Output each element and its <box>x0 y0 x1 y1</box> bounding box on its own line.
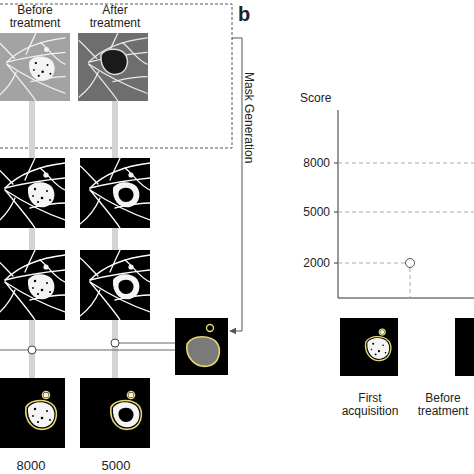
data-point <box>406 259 415 268</box>
thumbnail-image <box>455 318 474 376</box>
panel-caption: After treatment <box>80 4 150 30</box>
tick <box>334 163 338 164</box>
panel-caption: 5000 <box>102 459 131 472</box>
image-panel: Before treatment <box>0 4 70 100</box>
axis-tick-label: 8000 <box>290 156 330 170</box>
grid-line <box>338 212 474 213</box>
tick <box>334 212 338 213</box>
masked-image <box>0 378 65 448</box>
grid-line <box>338 163 474 164</box>
mask-outline <box>365 329 390 360</box>
mask-region <box>187 337 220 367</box>
mask-outline <box>26 391 57 429</box>
lesion <box>367 330 389 359</box>
axis-tick-label: 5000 <box>290 205 330 219</box>
panel-caption: Before treatment <box>413 392 473 418</box>
mask-wire <box>0 350 175 351</box>
mask-image <box>175 318 228 375</box>
arrow-label: Mask Generation <box>242 72 256 163</box>
flow-bar <box>29 100 35 378</box>
axis-tick-label: 2000 <box>290 256 330 270</box>
lesion <box>113 392 139 427</box>
image-panel: 5000 <box>82 378 150 472</box>
masked-image <box>80 378 150 448</box>
panel-caption: Before treatment <box>0 4 70 30</box>
vessel-pattern <box>80 158 150 228</box>
y-axis <box>338 110 339 298</box>
vessel-pattern <box>0 158 65 228</box>
lesion <box>28 392 54 427</box>
image-panel: Before treatment <box>413 318 473 418</box>
vessel-pattern <box>0 250 65 320</box>
lesion <box>28 172 54 207</box>
vessel-pattern <box>80 250 150 320</box>
binary-image <box>80 250 150 320</box>
panel-letter: b <box>238 3 250 25</box>
panel-caption: 8000 <box>17 459 46 472</box>
lesion <box>29 47 55 81</box>
panel-caption: First acquisition <box>335 392 405 418</box>
mask-outline <box>111 391 142 429</box>
binary-image <box>0 250 65 320</box>
lesion <box>28 264 54 299</box>
lesion <box>113 264 139 299</box>
mask-wire <box>115 343 175 344</box>
lesion <box>113 172 139 207</box>
thumbnail-image <box>340 318 398 376</box>
fundus-image <box>0 33 70 101</box>
lesion <box>101 49 127 74</box>
axis-title: Score <box>300 91 331 105</box>
flow-arrow <box>230 38 242 331</box>
vessel-pattern <box>79 33 147 101</box>
grid-line <box>338 263 405 264</box>
image-panel: 8000 <box>0 378 62 472</box>
junction-dot <box>28 346 36 354</box>
vessel-pattern <box>0 33 65 101</box>
flow-bar <box>112 100 118 378</box>
mask-region <box>207 325 214 332</box>
binary-image <box>80 158 150 228</box>
fundus-image <box>78 33 148 101</box>
image-panel: First acquisition <box>335 318 405 418</box>
x-axis <box>338 298 474 299</box>
drop-line <box>410 268 411 298</box>
junction-dot <box>111 339 119 347</box>
binary-image <box>0 158 65 228</box>
tick <box>334 263 338 264</box>
image-panel: After treatment <box>80 4 150 100</box>
